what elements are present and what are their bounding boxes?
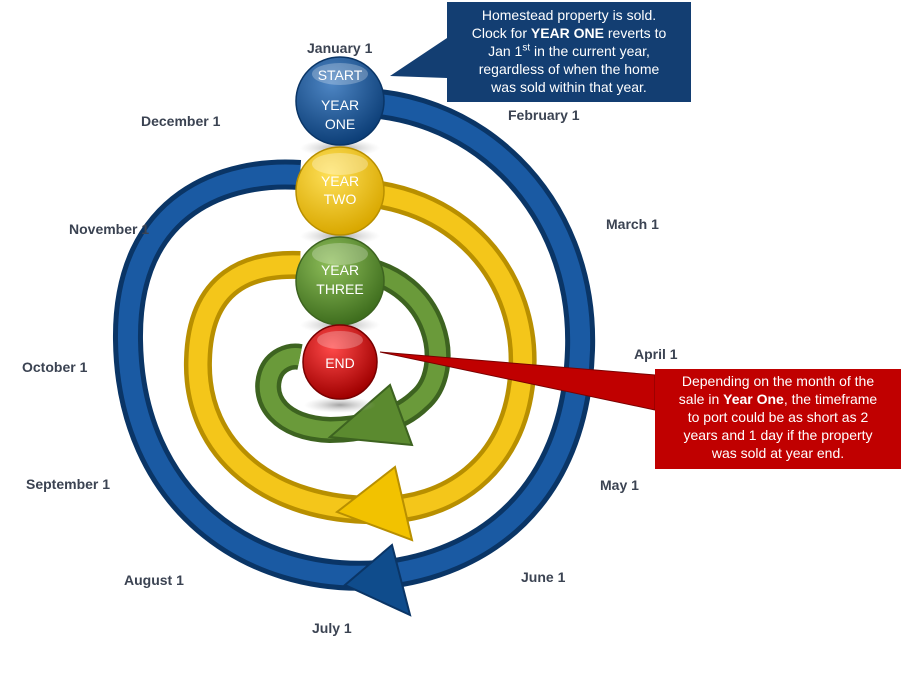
callout-top-line1: Homestead property is sold.: [481, 7, 657, 23]
year-three-ball: YEAR THREE: [295, 236, 385, 326]
year-two-label-line1: YEAR: [321, 173, 359, 189]
callout-right-line5: was sold at year end.: [711, 445, 845, 461]
year-three-arrow: [255, 255, 451, 447]
callout-top-line2: Clock for YEAR ONE reverts to: [453, 24, 685, 42]
top-callout-pointer: [390, 38, 447, 78]
month-label-january: January 1: [307, 40, 373, 56]
callout-top-line2-post: reverts to: [604, 25, 667, 41]
month-label-may: May 1: [600, 477, 639, 493]
start-year-one-ball: START YEAR ONE: [295, 56, 385, 146]
callout-top-line4: regardless of when the home: [478, 61, 660, 77]
callout-right-line1: Depending on the month of the: [681, 373, 875, 389]
callout-top-line3: Jan 1st in the current year,: [453, 42, 685, 60]
callout-top-line2-pre: Clock for: [471, 25, 531, 41]
year-two-ball-shadow: [300, 227, 380, 245]
month-label-august: August 1: [124, 572, 184, 588]
year-three-label-line1: YEAR: [321, 262, 359, 278]
start-label: START: [318, 67, 363, 83]
callout-right-line4: years and 1 day if the property: [683, 427, 873, 443]
month-label-december: December 1: [141, 113, 221, 129]
year-two-label-line2: TWO: [324, 191, 357, 207]
callout-top-line3-post: in the current year,: [530, 43, 650, 59]
year-two-ball: YEAR TWO: [295, 146, 385, 236]
month-label-november: November 1: [69, 221, 150, 237]
end-ball-shadow: [304, 397, 376, 413]
callout-top-line3-pre: Jan 1: [488, 43, 523, 59]
year-three-label-line2: THREE: [316, 281, 363, 297]
timeframe-callout: Depending on the month of the sale in Ye…: [655, 369, 901, 469]
callout-top-line2-bold: YEAR ONE: [530, 25, 604, 41]
callout-right-line2-bold: Year One: [723, 391, 784, 407]
month-label-july: July 1: [312, 620, 352, 636]
year-one-arrow: [112, 87, 596, 617]
callout-top-line5: was sold within that year.: [491, 79, 647, 95]
end-label: END: [325, 355, 355, 371]
year-two-arrow: [183, 177, 537, 542]
month-label-april: April 1: [634, 346, 678, 362]
month-label-february: February 1: [508, 107, 580, 123]
callout-right-line3: to port could be as short as 2: [687, 409, 869, 425]
month-label-june: June 1: [521, 569, 566, 585]
year-one-label-line1: YEAR: [321, 97, 359, 113]
month-label-october: October 1: [22, 359, 88, 375]
month-label-march: March 1: [606, 216, 659, 232]
callout-right-line2-post: , the timeframe: [783, 391, 878, 407]
year-two-arrowhead: [334, 465, 414, 542]
year-one-arrowhead: [343, 543, 412, 617]
end-ball: END: [302, 324, 378, 400]
year-one-label-line2: ONE: [325, 116, 355, 132]
callout-right-line2-pre: sale in: [678, 391, 724, 407]
sale-reset-callout: Homestead property is sold. Clock for YE…: [447, 2, 691, 102]
callout-top-line3-sup: st: [522, 42, 531, 54]
month-label-september: September 1: [26, 476, 111, 492]
callout-right-line2: sale in Year One, the timeframe: [661, 390, 895, 408]
